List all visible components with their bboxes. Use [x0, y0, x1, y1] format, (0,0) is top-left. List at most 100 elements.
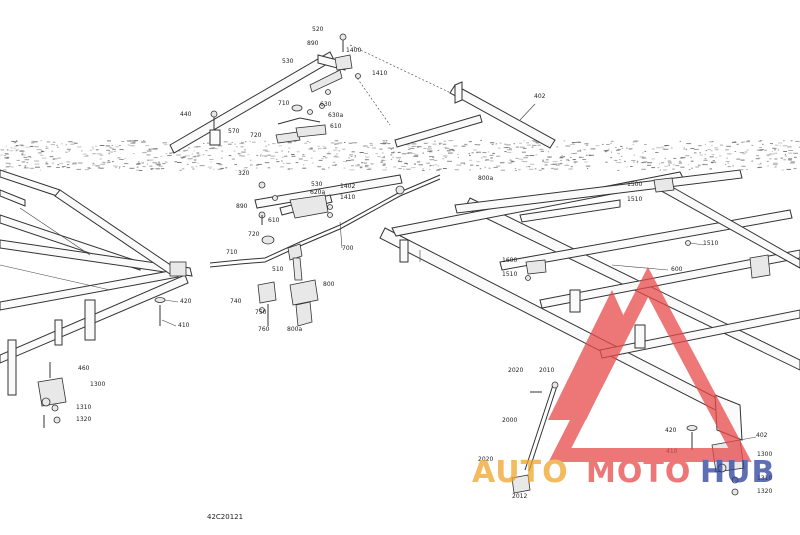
noise-speck	[160, 155, 163, 157]
noise-speck	[216, 163, 221, 164]
noise-speck	[349, 169, 355, 171]
noise-speck	[62, 166, 66, 167]
noise-speck	[451, 149, 455, 151]
noise-speck	[50, 144, 55, 146]
noise-speck	[382, 169, 387, 171]
noise-speck	[538, 169, 542, 171]
noise-speck	[401, 165, 406, 167]
noise-speck	[726, 145, 731, 147]
noise-speck	[3, 155, 7, 157]
noise-speck	[741, 141, 746, 143]
noise-speck	[461, 145, 466, 147]
noise-speck	[617, 169, 620, 171]
noise-speck	[35, 146, 39, 148]
noise-speck	[446, 150, 451, 152]
noise-speck	[244, 149, 246, 151]
noise-speck	[260, 154, 262, 156]
noise-speck	[526, 155, 529, 156]
noise-speck	[385, 167, 387, 169]
noise-speck	[663, 169, 667, 171]
noise-speck	[764, 149, 767, 151]
noise-speck	[527, 144, 531, 146]
callout-c720a: 720	[250, 132, 262, 139]
noise-speck	[574, 162, 577, 164]
noise-speck	[777, 149, 779, 151]
noise-speck	[620, 145, 623, 147]
noise-speck	[318, 148, 322, 150]
noise-speck	[31, 145, 36, 147]
noise-speck	[605, 161, 608, 163]
noise-speck	[101, 161, 107, 163]
noise-speck	[788, 150, 793, 151]
noise-speck	[296, 151, 300, 153]
noise-speck	[426, 162, 430, 164]
noise-speck	[503, 147, 508, 149]
noise-speck	[566, 163, 568, 165]
noise-speck	[108, 151, 113, 153]
noise-speck	[619, 159, 621, 161]
noise-speck	[318, 148, 320, 150]
noise-speck	[535, 154, 538, 156]
callout-c1320a: 1320	[76, 416, 91, 423]
noise-speck	[632, 161, 635, 163]
noise-speck	[87, 167, 90, 169]
noise-speck	[437, 169, 441, 170]
noise-speck	[705, 150, 707, 152]
callout-c1402: 1402	[340, 183, 355, 190]
noise-speck	[655, 152, 659, 153]
noise-speck	[628, 148, 633, 150]
noise-speck	[488, 167, 491, 169]
noise-speck	[668, 162, 672, 164]
noise-speck	[381, 159, 385, 161]
noise-speck	[436, 169, 440, 171]
callout-c1320b: 1320	[757, 488, 772, 495]
noise-speck	[427, 150, 432, 152]
noise-speck	[178, 150, 181, 152]
noise-speck	[547, 156, 552, 158]
noise-speck	[326, 153, 331, 155]
noise-speck	[228, 143, 232, 145]
noise-speck	[218, 168, 223, 170]
noise-speck	[759, 146, 762, 148]
noise-speck	[311, 157, 313, 159]
noise-speck	[660, 146, 665, 148]
noise-speck	[252, 141, 256, 143]
scan-noise-band	[0, 140, 800, 171]
noise-speck	[630, 166, 633, 167]
noise-speck	[6, 156, 10, 158]
noise-speck	[570, 153, 573, 155]
noise-speck	[495, 165, 501, 167]
noise-speck	[453, 145, 458, 147]
noise-speck	[160, 168, 165, 170]
noise-speck	[281, 160, 283, 162]
noise-speck	[291, 155, 296, 157]
noise-speck	[428, 146, 432, 148]
noise-speck	[247, 154, 250, 156]
noise-speck	[403, 168, 405, 170]
noise-speck	[312, 162, 314, 164]
callout-c1510a: 1510	[627, 196, 642, 203]
noise-speck	[56, 167, 60, 168]
noise-speck	[585, 165, 591, 167]
noise-speck	[77, 162, 83, 164]
noise-speck	[711, 161, 717, 163]
noise-speck	[217, 168, 221, 170]
noise-speck	[595, 145, 600, 147]
noise-speck	[369, 142, 373, 144]
noise-speck	[138, 161, 140, 163]
noise-speck	[364, 162, 367, 164]
noise-speck	[469, 155, 471, 156]
upper-crossbar-402	[394, 81, 556, 149]
noise-speck	[664, 158, 666, 159]
noise-speck	[317, 145, 320, 147]
noise-speck	[432, 143, 437, 145]
noise-speck	[240, 142, 245, 144]
noise-speck	[793, 168, 797, 170]
noise-speck	[732, 165, 734, 167]
noise-speck	[380, 143, 383, 144]
noise-speck	[588, 154, 591, 156]
noise-speck	[83, 155, 89, 157]
noise-speck	[642, 161, 647, 163]
noise-speck	[51, 150, 54, 152]
noise-speck	[14, 142, 16, 144]
